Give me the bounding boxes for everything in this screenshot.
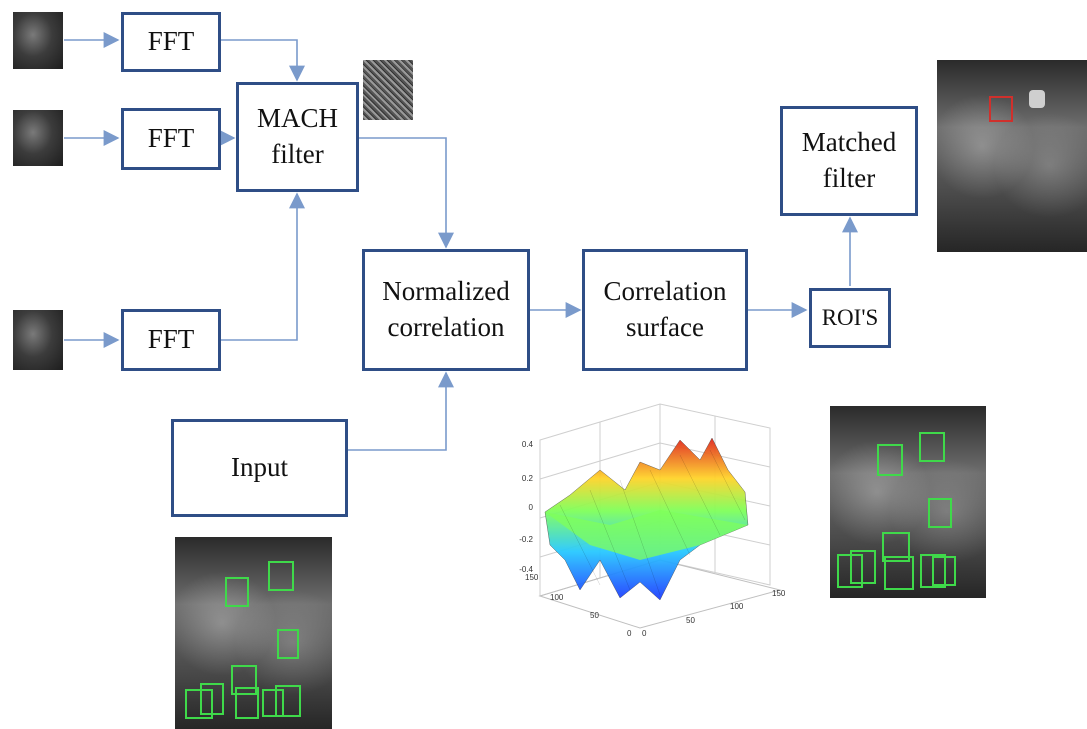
fft-box-2: FFT	[121, 108, 221, 170]
roi-scene-image	[830, 406, 986, 598]
training-image-1	[13, 12, 63, 69]
training-image-3	[13, 310, 63, 370]
roi-green	[884, 556, 914, 590]
roi-green	[919, 432, 945, 462]
roi-green	[225, 577, 249, 607]
roi-green	[268, 561, 294, 591]
fft-box-1: FFT	[121, 12, 221, 72]
mach-filter-image	[363, 60, 413, 120]
roi-green	[235, 687, 259, 719]
normalized-correlation-box: Normalized correlation	[362, 249, 530, 371]
arrow-input-normalized	[348, 371, 454, 451]
input-scene-image	[175, 537, 332, 729]
fft-box-3: FFT	[121, 309, 221, 371]
mach-filter-box: MACH filter	[236, 82, 359, 192]
vehicle-marker	[1029, 90, 1045, 108]
roi-green	[185, 689, 213, 719]
roi-green	[200, 683, 224, 715]
arrow-fft3-mach	[221, 192, 305, 341]
correlation-surface-box: Correlation surface	[582, 249, 748, 371]
arrow-mach-normalized	[359, 137, 454, 249]
input-box: Input	[171, 419, 348, 517]
matched-filter-box: Matched filter	[780, 106, 918, 216]
detected-target-red-box	[989, 96, 1013, 122]
roi-green	[850, 550, 876, 584]
roi-green	[231, 665, 257, 695]
roi-green	[262, 689, 284, 717]
roi-green	[928, 498, 952, 528]
roi-green	[877, 444, 903, 476]
roi-green	[275, 685, 301, 717]
roi-green	[920, 554, 946, 588]
roi-green	[277, 629, 299, 659]
roi-green	[932, 556, 956, 586]
training-image-2	[13, 110, 63, 166]
rois-box: ROI'S	[809, 288, 891, 348]
output-scene-image	[937, 60, 1087, 252]
arrow-fft1-mach	[221, 39, 305, 82]
roi-green	[882, 532, 910, 562]
